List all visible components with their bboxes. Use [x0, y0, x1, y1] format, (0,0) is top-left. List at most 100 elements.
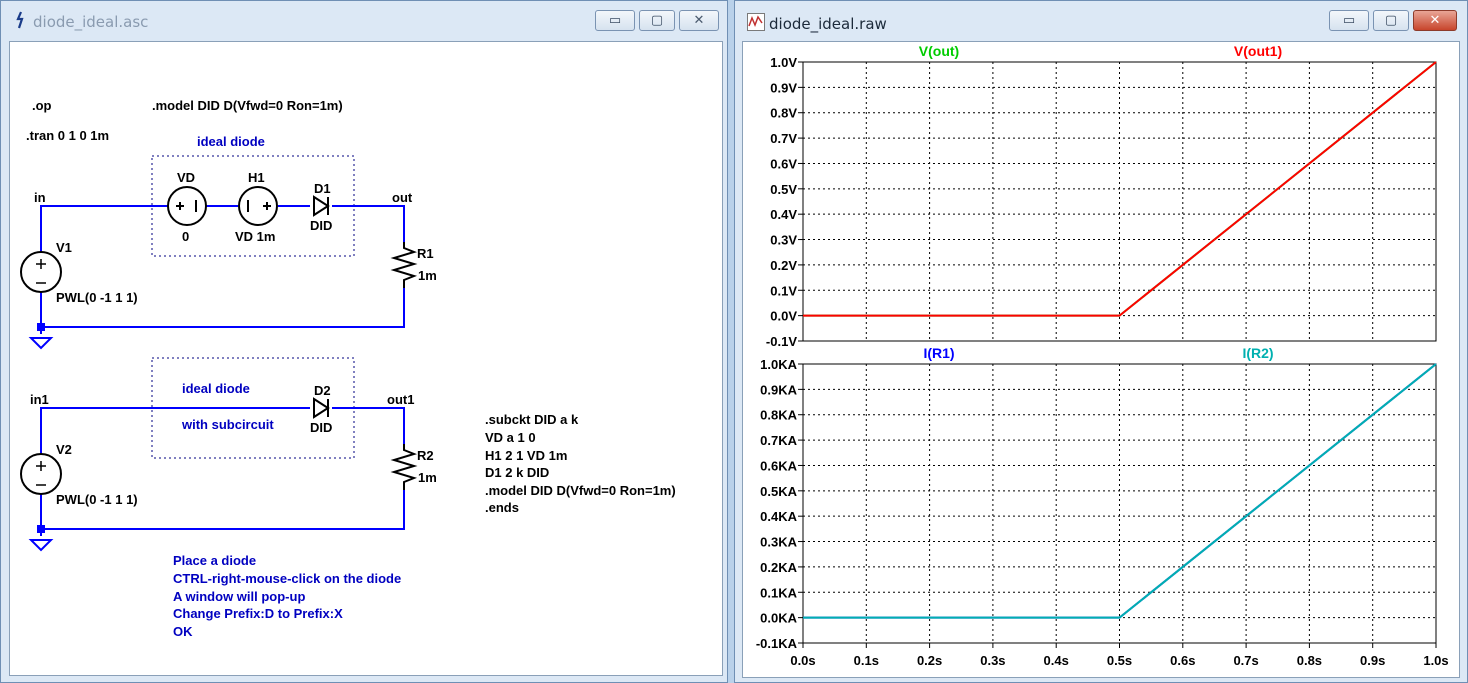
ground-icon[interactable]: [28, 337, 54, 350]
trace-label-vout[interactable]: V(out): [919, 43, 959, 59]
d2-diode-icon[interactable]: [313, 397, 330, 419]
ground-icon[interactable]: [28, 539, 54, 552]
y-tick-label: 0.6V: [770, 156, 797, 171]
tran-directive[interactable]: .tran 0 1 0 1m: [26, 128, 109, 143]
subckt-line: H1 2 1 VD 1m: [485, 448, 567, 463]
close-icon: ✕: [693, 13, 705, 28]
minimize-button[interactable]: ▭: [595, 10, 635, 31]
r2-resistor-icon[interactable]: [390, 444, 418, 490]
d2-model: DID: [310, 420, 332, 435]
ideal-diode-label-2: ideal diode: [182, 381, 250, 396]
minimize-icon: ▭: [1342, 13, 1356, 28]
v2-voltage-source[interactable]: [20, 453, 62, 495]
minimize-button[interactable]: ▭: [1329, 10, 1369, 31]
subckt-line: D1 2 k DID: [485, 465, 549, 480]
r1-resistor-icon[interactable]: [390, 242, 418, 288]
trace-line-ir2[interactable]: [803, 363, 1437, 619]
subckt-line: VD a 1 0: [485, 430, 536, 445]
y-tick-label: 0.1KA: [760, 585, 797, 600]
v1-name: V1: [56, 240, 72, 255]
y-tick-label: 0.2V: [770, 258, 797, 273]
x-tick-label: 1.0s: [1423, 653, 1448, 668]
h1-value: VD 1m: [235, 229, 275, 244]
node-label-in1[interactable]: in1: [30, 392, 49, 407]
d2-name: D2: [314, 383, 331, 398]
y-tick-label: -0.1KA: [756, 636, 798, 651]
y-tick-label: 1.0V: [770, 55, 797, 70]
ideal-diode-label-1: ideal diode: [197, 134, 265, 149]
waveform-titlebar[interactable]: diode_ideal.raw ▭ ▢ ✕: [735, 1, 1467, 41]
vd-voltage-source[interactable]: [167, 186, 207, 226]
y-tick-label: 0.9KA: [760, 382, 797, 397]
x-tick-label: 0.2s: [917, 653, 942, 668]
maximize-icon: ▢: [1384, 13, 1398, 28]
node-label-out[interactable]: out: [392, 190, 413, 205]
v2-name: V2: [56, 442, 72, 457]
vd-value: 0: [182, 229, 189, 244]
instructions-comment[interactable]: Place a diode CTRL-right-mouse-click on …: [173, 553, 401, 639]
y-tick-label: 0.5V: [770, 182, 797, 197]
waveform-plot[interactable]: 1.0V0.9V0.8V0.7V0.6V0.5V0.4V0.3V0.2V0.1V…: [743, 42, 1460, 678]
y-tick-label: 0.8KA: [760, 408, 797, 423]
y-tick-label: 0.7V: [770, 131, 797, 146]
y-tick-label: 0.3KA: [760, 535, 797, 550]
y-tick-label: 0.7KA: [760, 433, 797, 448]
x-tick-label: 0.4s: [1044, 653, 1069, 668]
h1-current-controlled-source[interactable]: [238, 186, 278, 226]
instruction-line: OK: [173, 624, 193, 639]
x-tick-label: 0.6s: [1170, 653, 1195, 668]
y-tick-label: -0.1V: [766, 334, 797, 349]
with-subcircuit-label: with subcircuit: [181, 417, 274, 432]
d1-diode-icon[interactable]: [313, 195, 330, 217]
r2-value: 1m: [418, 470, 437, 485]
op-directive[interactable]: .op: [32, 98, 52, 113]
maximize-icon: ▢: [650, 13, 664, 28]
schematic-canvas[interactable]: .op .tran 0 1 0 1m .model DID D(Vfwd=0 R…: [9, 41, 723, 676]
y-tick-label: 0.6KA: [760, 458, 797, 473]
y-tick-label: 0.0V: [770, 309, 797, 324]
x-tick-label: 0.7s: [1233, 653, 1258, 668]
node-label-out1[interactable]: out1: [387, 392, 414, 407]
y-tick-label: 1.0KA: [760, 357, 797, 372]
instruction-line: Change Prefix:D to Prefix:X: [173, 606, 343, 621]
node-junction-2: [37, 525, 45, 533]
schematic-window-title: diode_ideal.asc: [33, 13, 149, 31]
r1-name: R1: [417, 246, 434, 261]
r1-value: 1m: [418, 268, 437, 283]
trace-label-ir1[interactable]: I(R1): [923, 345, 954, 361]
maximize-button[interactable]: ▢: [639, 10, 675, 31]
subckt-definition[interactable]: .subckt DID a k VD a 1 0 H1 2 1 VD 1m D1…: [485, 412, 676, 515]
v1-voltage-source[interactable]: [20, 251, 62, 293]
schematic-titlebar[interactable]: diode_ideal.asc ▭ ▢ ✕: [1, 1, 727, 41]
schematic-drawing[interactable]: .op .tran 0 1 0 1m .model DID D(Vfwd=0 R…: [10, 42, 723, 676]
trace-label-ir2[interactable]: I(R2): [1242, 345, 1273, 361]
circuit1-wires[interactable]: [40, 205, 405, 334]
x-tick-label: 0.0s: [790, 653, 815, 668]
instruction-line: Place a diode: [173, 553, 256, 568]
node-label-in[interactable]: in: [34, 190, 46, 205]
y-tick-label: 0.2KA: [760, 560, 797, 575]
vd-name: VD: [177, 170, 195, 185]
trace-line-vout1[interactable]: [803, 61, 1437, 317]
d1-model: DID: [310, 218, 332, 233]
model-directive[interactable]: .model DID D(Vfwd=0 Ron=1m): [152, 98, 343, 113]
d1-name: D1: [314, 181, 331, 196]
h1-name: H1: [248, 170, 265, 185]
ltspice-schematic-icon: [16, 11, 24, 29]
instruction-line: CTRL-right-mouse-click on the diode: [173, 571, 401, 586]
x-tick-label: 0.8s: [1297, 653, 1322, 668]
y-tick-label: 0.4V: [770, 207, 797, 222]
close-button[interactable]: ✕: [679, 10, 719, 31]
y-tick-label: 0.5KA: [760, 484, 797, 499]
y-tick-label: 0.9V: [770, 80, 797, 95]
y-tick-label: 0.1V: [770, 283, 797, 298]
close-button[interactable]: ✕: [1413, 10, 1457, 31]
x-tick-label: 0.3s: [980, 653, 1005, 668]
maximize-button[interactable]: ▢: [1373, 10, 1409, 31]
trace-label-vout1[interactable]: V(out1): [1234, 43, 1282, 59]
waveform-icon: [747, 13, 765, 31]
schematic-window[interactable]: diode_ideal.asc ▭ ▢ ✕ .op .tran 0 1 0 1m…: [0, 0, 728, 683]
subckt-line: .subckt DID a k: [485, 412, 579, 427]
